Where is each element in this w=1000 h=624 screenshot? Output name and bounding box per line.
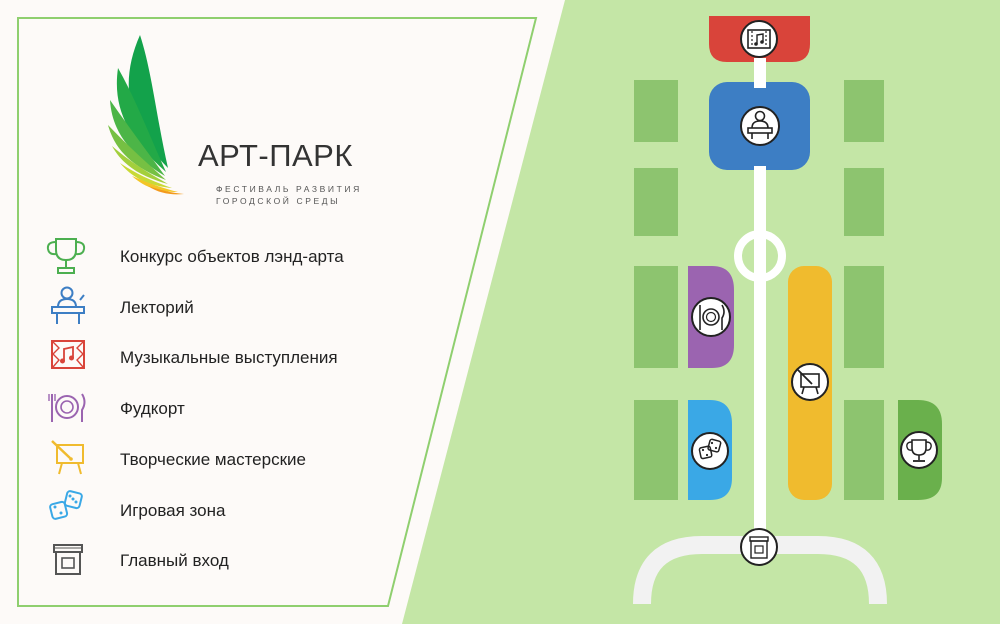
legend-label-game-zone: Игровая зона xyxy=(120,501,226,520)
food-court-marker[interactable] xyxy=(691,297,731,337)
legend-label-music: Музыкальные выступления xyxy=(120,348,338,367)
legend-label-workshops: Творческие мастерские xyxy=(120,450,306,469)
lawn-blocks xyxy=(634,80,884,500)
lawn-block xyxy=(844,168,884,236)
legend-label-food-court: Фудкорт xyxy=(120,399,185,418)
lawn-block xyxy=(634,400,678,500)
game-marker[interactable] xyxy=(691,432,729,470)
entrance-icon xyxy=(749,536,769,559)
legend-label-lecture: Лекторий xyxy=(120,298,194,317)
legend-label-main-entrance: Главный вход xyxy=(120,551,229,570)
lecture-marker[interactable] xyxy=(740,106,780,146)
lawn-block xyxy=(844,80,884,142)
easel-icon xyxy=(797,369,820,395)
legend-food-court-icon xyxy=(48,393,86,422)
logo-subtitle-line2: ГОРОДСКОЙ СРЕДЫ xyxy=(216,196,341,206)
lawn-block xyxy=(634,80,678,142)
main-entrance-marker[interactable] xyxy=(740,528,778,566)
trophy-icon xyxy=(906,439,932,462)
legend-dice-icon xyxy=(49,490,83,520)
lawn-block xyxy=(634,168,678,236)
legend-lecturer-icon xyxy=(51,286,85,324)
lecturer-icon xyxy=(747,110,773,139)
music-stage-icon xyxy=(747,29,771,49)
logo-subtitle-line1: ФЕСТИВАЛЬ РАЗВИТИЯ xyxy=(216,184,362,194)
legend-panel-border xyxy=(17,17,538,607)
legend-label-land-art: Конкурс объектов лэнд-арта xyxy=(120,247,344,266)
legend-easel-icon xyxy=(51,440,84,475)
legend-trophy-icon xyxy=(46,238,86,274)
music-stage-marker[interactable] xyxy=(740,20,778,58)
legend-music-stage-icon xyxy=(51,340,85,369)
food-court-icon xyxy=(699,304,725,330)
legend-entrance-icon xyxy=(53,544,83,575)
workshop-marker[interactable] xyxy=(791,363,829,401)
logo-wing-icon xyxy=(108,35,184,195)
land-art-marker[interactable] xyxy=(900,431,938,469)
lawn-block xyxy=(844,400,884,500)
dice-icon xyxy=(698,438,722,460)
lawn-block xyxy=(844,266,884,368)
logo-title: АРТ-ПАРК xyxy=(198,138,353,173)
lawn-block xyxy=(634,266,678,368)
